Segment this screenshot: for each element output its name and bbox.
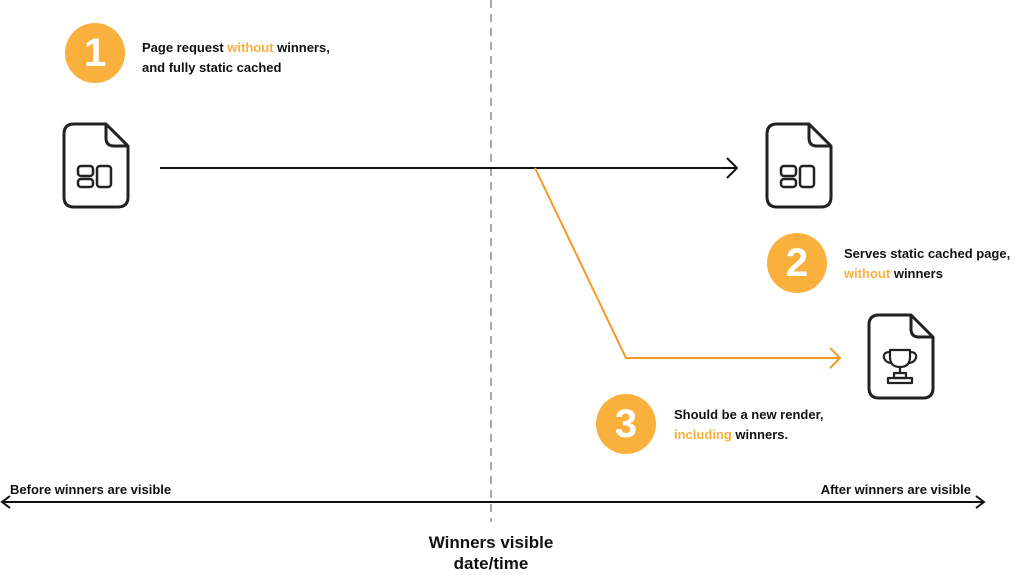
step-2-badge: 2 xyxy=(767,233,827,293)
step-1-highlight: without xyxy=(227,40,274,55)
request-arrow xyxy=(160,157,739,179)
step-3-line1: Should be a new render, xyxy=(674,407,824,422)
step-2-text-after: winners xyxy=(890,266,943,281)
winners-visible-label: Winners visible date/time xyxy=(391,532,591,574)
step-1-line2: and fully static cached xyxy=(142,60,282,75)
step-3-highlight: including xyxy=(674,427,732,442)
step-1-note: Page request without winners, and fully … xyxy=(142,38,330,78)
trophy-file-icon xyxy=(867,313,935,400)
step-3-note: Should be a new render, including winner… xyxy=(674,405,824,445)
step-2-line1: Serves static cached page, xyxy=(844,246,1011,261)
winners-visible-line2: date/time xyxy=(453,554,529,573)
page-layout-file-icon xyxy=(765,122,833,209)
step-2-note: Serves static cached page, without winne… xyxy=(844,244,1010,284)
new-render-arrow xyxy=(534,167,842,369)
step-1-text: Page request xyxy=(142,40,228,55)
after-winners-label: After winners are visible xyxy=(820,482,971,497)
before-winners-label: Before winners are visible xyxy=(10,482,172,497)
step-1-badge: 1 xyxy=(65,23,125,83)
step-3-text-after: winners. xyxy=(731,427,789,442)
step-1-text-after: winners, xyxy=(273,40,330,55)
timeline-axis xyxy=(0,495,986,509)
step-2-highlight: without xyxy=(844,266,891,281)
step-3-badge: 3 xyxy=(596,394,656,454)
page-layout-file-icon xyxy=(62,122,130,209)
winners-visible-line1: Winners visible xyxy=(428,533,554,552)
